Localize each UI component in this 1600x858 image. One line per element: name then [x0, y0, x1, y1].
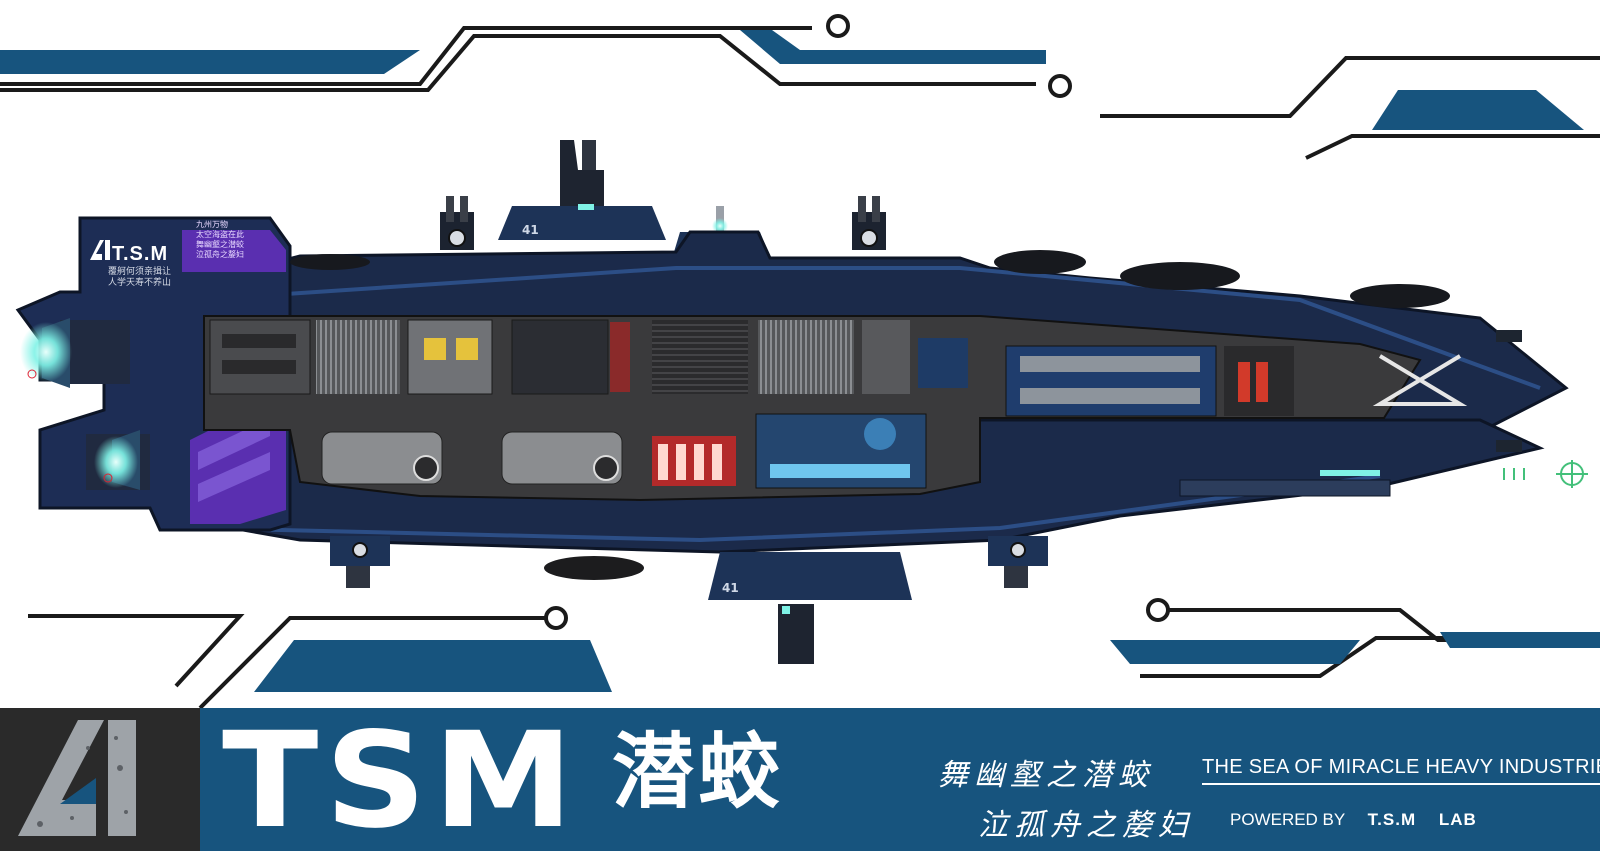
credit-line: POWERED BY T.S.M LAB [1230, 810, 1477, 830]
circuit-bars [0, 30, 1600, 692]
hull-tag-line: 九州万物 [196, 220, 228, 229]
hull-tag-line: 太空海盗在此 [196, 230, 244, 239]
hull-41-logo [90, 240, 110, 260]
ship-artwork: 41 [0, 14, 1600, 708]
hull-tag-line: 泣孤舟之嫠妇 [196, 250, 244, 259]
credit-org: T.S.M [1367, 810, 1417, 829]
dorsal-41-mark: 41 [522, 223, 539, 237]
credit-suffix: LAB [1438, 810, 1477, 829]
circuit-lines [0, 26, 1600, 708]
hull-motto-line: 覆舸何须亲揖让 [108, 266, 172, 276]
title-banner: TSM 潜蛟 舞幽壑之潜蛟 泣孤舟之嫠妇 THE SEA OF MIRACLE … [0, 704, 1600, 858]
ship: 41 [15, 140, 1588, 664]
bow-marker [1503, 460, 1588, 488]
motto-line-1: 舞幽壑之潜蛟 [938, 758, 1154, 793]
hull-tag-line: 舞幽壑之潜蛟 [196, 240, 244, 249]
hull-brand-label: T.S.M [112, 243, 169, 265]
brand-logo [0, 708, 200, 851]
cable-clusters [290, 250, 1450, 308]
41-logo-icon [18, 720, 136, 836]
circuit-nodes [544, 14, 1170, 630]
hull-tag: 九州万物 太空海盗在此 舞幽壑之潜蛟 泣孤舟之嫠妇 [196, 220, 244, 260]
hull-motto-line: 人学天寿不养山 [108, 277, 172, 287]
credit-prefix: POWERED BY [1230, 810, 1345, 829]
interior-modules [209, 319, 1468, 489]
brand-title: TSM [222, 704, 580, 858]
dorsal-turrets: 41 [440, 140, 886, 252]
ship-name: 潜蛟 [612, 724, 785, 820]
bow-cannons [1179, 330, 1588, 497]
motto-line-2: 泣孤舟之嫠妇 [978, 808, 1194, 843]
ventral-41-mark: 41 [722, 581, 739, 595]
company-name: THE SEA OF MIRACLE HEAVY INDUSTRIES [1202, 756, 1600, 785]
hull-motto: 覆舸何须亲揖让 人学天寿不养山 [108, 266, 171, 288]
rear-engine-block [15, 216, 292, 532]
ventral-turrets: 41 [330, 536, 1048, 664]
